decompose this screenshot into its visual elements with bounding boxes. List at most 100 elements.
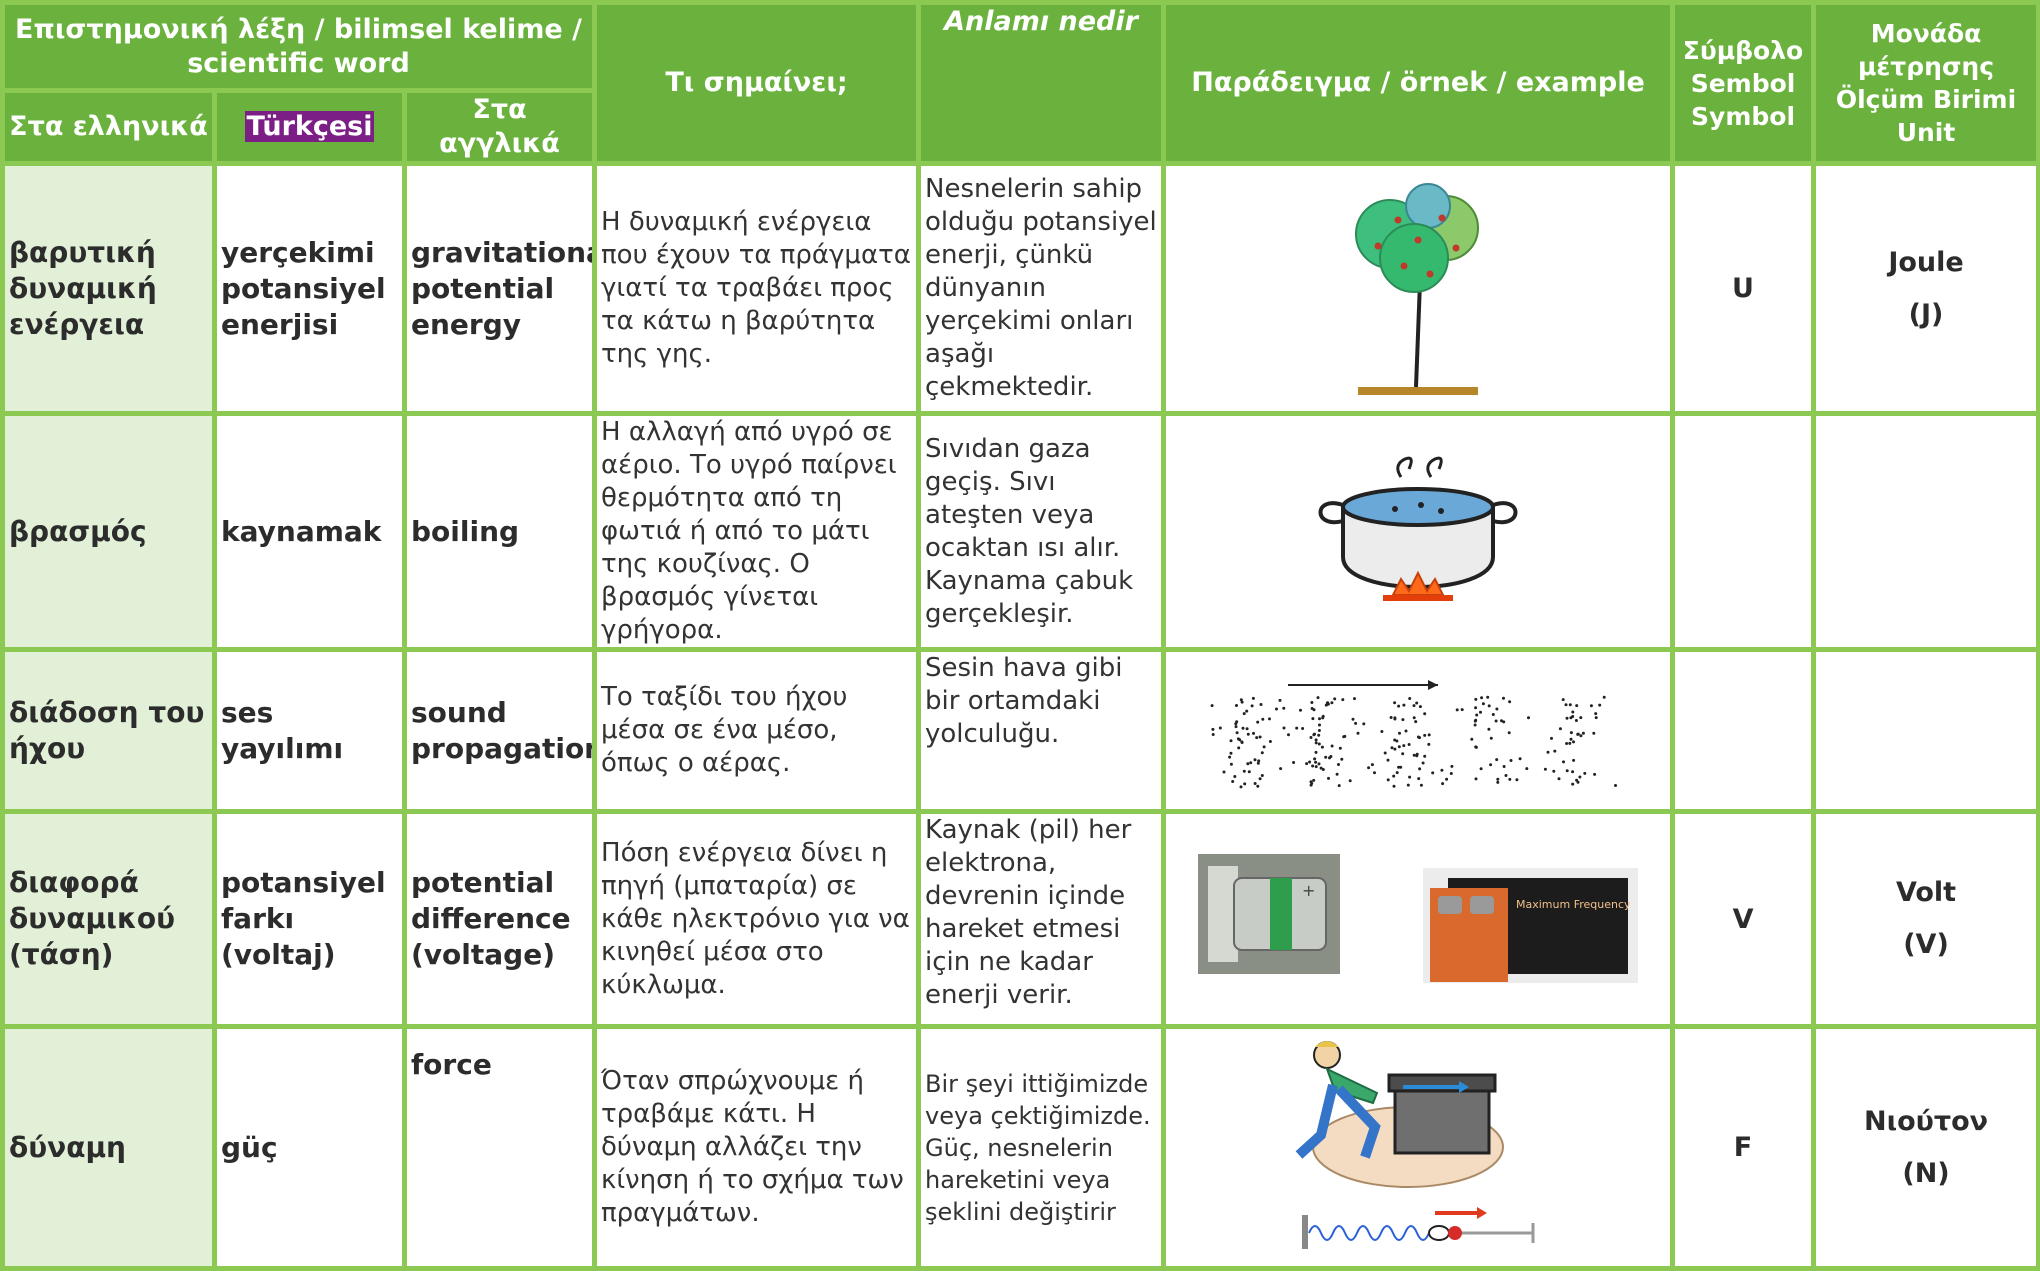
air-particle-dot (1311, 764, 1315, 767)
air-particle-dot (1474, 744, 1478, 748)
apple-tree-drawing (1355, 182, 1480, 395)
air-particle-dot (1393, 715, 1397, 719)
air-particle-dot (1330, 744, 1334, 747)
air-particle-dot (1495, 707, 1499, 710)
air-particle-dot (1246, 732, 1250, 736)
air-particle-dot (1455, 707, 1459, 711)
air-particle-dot (1261, 717, 1265, 721)
air-particle-dot (1583, 771, 1587, 775)
air-particle-dot (1565, 768, 1569, 772)
air-particle-dot (1243, 781, 1247, 785)
air-particle-dot (1546, 750, 1550, 754)
air-particle-dot (1311, 716, 1315, 720)
unit-name: Νιούτον (1863, 1105, 1989, 1137)
air-particle-dot (1260, 750, 1264, 754)
air-particle-dot (1579, 733, 1583, 737)
header-symbol-greek: Σύμβολο (1682, 35, 1804, 65)
air-particle-dot (1210, 703, 1214, 707)
unit (1811, 411, 2040, 652)
header-greek: Στα ελληνικά (0, 88, 217, 166)
air-particle-dot (1348, 778, 1352, 782)
example-image (1161, 1024, 1676, 1271)
air-particle-dot (1552, 769, 1556, 773)
air-particle-dot (1380, 729, 1384, 733)
air-particle-dot (1245, 726, 1249, 730)
air-particle-dot (1575, 778, 1579, 782)
air-particle-dot (1211, 727, 1215, 731)
pushing-box-and-spring (1295, 1041, 1535, 1249)
air-particle-dot (1308, 760, 1312, 763)
term-greek: διαφορά δυναμικού (τάση) (0, 809, 217, 1029)
header-symbol-english: Symbol (1691, 101, 1796, 131)
air-particle-dot (1571, 769, 1575, 773)
air-particle-dot (1234, 724, 1238, 728)
air-particle-dot (1397, 744, 1401, 748)
air-particle-dot (1268, 739, 1272, 743)
air-particle-dot (1362, 721, 1366, 725)
air-particle-dot (1489, 736, 1493, 740)
air-particle-dot (1502, 719, 1506, 723)
air-particle-dot (1240, 700, 1244, 704)
header-unit: Μονάδα μέτρησης Ölçüm Birimi Unit (1811, 0, 2040, 166)
sound-wave-dots (1210, 679, 1618, 788)
air-particle-dot (1342, 734, 1346, 738)
air-particle-dot (1337, 783, 1341, 787)
example-image (1161, 161, 1676, 416)
air-particle-dot (1415, 701, 1419, 704)
air-particle-dot (1312, 707, 1316, 711)
unit: Volt (V) (1811, 809, 2040, 1029)
air-particle-dot (1239, 784, 1243, 788)
air-particle-dot (1295, 726, 1299, 730)
air-particle-dot (1475, 713, 1479, 716)
air-particle-dot (1423, 754, 1427, 758)
air-particle-dot (1407, 742, 1411, 746)
air-particle-dot (1318, 716, 1322, 720)
air-particle-dot (1321, 767, 1325, 771)
air-particle-dot (1487, 727, 1491, 731)
header-scientific-word: Επιστημονική λέξη / bilimsel kelime / sc… (0, 0, 598, 93)
term-greek: βαρυτική δυναμική ενέργεια (0, 161, 217, 416)
air-particle-dot (1449, 771, 1453, 775)
table-row: διάδοση του ήχου ses yayılımı sound prop… (0, 647, 2040, 814)
air-particle-dot (1278, 698, 1282, 702)
air-particle-dot (1245, 709, 1249, 713)
air-particle-dot (1474, 718, 1478, 722)
term-greek: βρασμός (0, 411, 217, 652)
air-particle-dot (1275, 707, 1279, 710)
air-particle-dot (1421, 761, 1425, 764)
air-particle-dot (1231, 779, 1235, 783)
air-particle-dot (1550, 736, 1554, 740)
air-particle-dot (1574, 718, 1578, 722)
air-particle-dot (1412, 703, 1416, 707)
meaning-greek: Πόση ενέργεια δίνει η πηγή (μπαταρία) σε… (592, 809, 922, 1029)
air-particle-dot (1229, 751, 1233, 755)
air-particle-dot (1316, 695, 1320, 699)
air-particle-dot (1258, 776, 1262, 780)
air-particle-dot (1351, 717, 1355, 721)
air-particle-dot (1310, 700, 1314, 704)
air-particle-dot (1395, 739, 1399, 742)
air-particle-dot (1508, 777, 1512, 781)
air-particle-dot (1237, 745, 1241, 749)
header-symbol: Σύμβολο Sembol Symbol (1670, 0, 1817, 166)
air-particle-dot (1258, 735, 1262, 738)
air-particle-dot (1480, 695, 1484, 699)
air-particle-dot (1318, 723, 1322, 726)
air-particle-dot (1262, 744, 1266, 748)
unit: Joule (J) (1811, 161, 2040, 416)
air-particle-dot (1479, 710, 1483, 714)
air-particle-dot (1309, 783, 1313, 787)
air-particle-dot (1473, 723, 1477, 726)
air-particle-dot (1282, 706, 1286, 710)
air-particle-dot (1333, 696, 1337, 700)
air-particle-dot (1557, 776, 1561, 780)
unit-abbr: (V) (1903, 929, 1949, 960)
air-particle-dot (1251, 696, 1255, 700)
example-image: + Maximum Frequency (1161, 809, 1676, 1029)
air-particle-dot (1317, 761, 1321, 765)
air-particle-dot (1575, 703, 1579, 707)
air-particle-dot (1568, 702, 1572, 706)
air-particle-dot (1327, 776, 1331, 780)
air-particle-dot (1416, 735, 1420, 738)
